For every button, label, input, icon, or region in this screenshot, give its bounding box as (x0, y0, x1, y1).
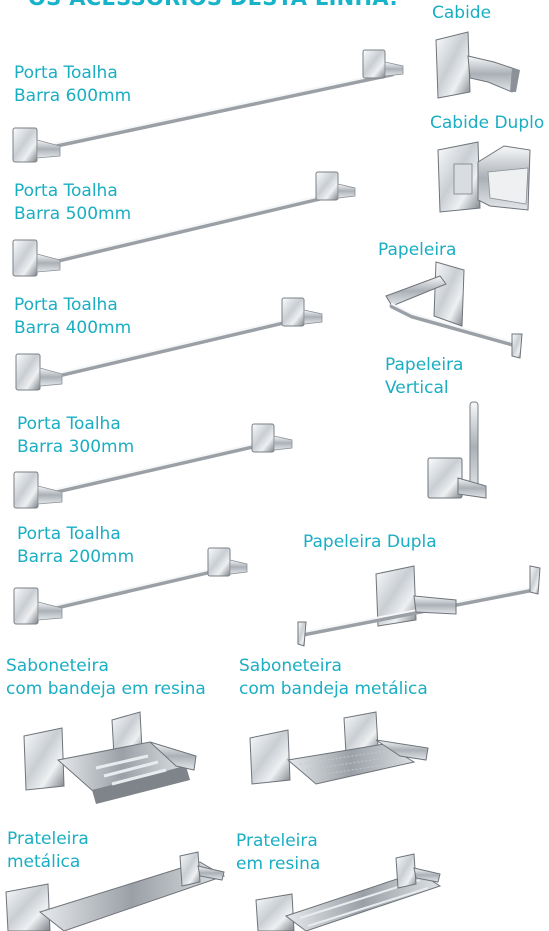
label-line-2: Barra 300mm (17, 437, 135, 457)
label-papeleira-vertical: Papeleira Vertical (385, 354, 463, 400)
label-porta-toalha-600: Porta Toalha Barra 600mm (14, 62, 131, 108)
label-line-2: com bandeja em resina (6, 679, 206, 699)
label-line-1: Porta Toalha (17, 414, 121, 434)
label-line-1: Porta Toalha (14, 181, 118, 201)
label-line-1: Porta Toalha (17, 524, 121, 544)
towel-bar-200-image (13, 547, 248, 625)
toilet-paper-holder-image (385, 261, 523, 359)
label-line-2: metálica (7, 852, 81, 872)
towel-bar-500-image (12, 171, 356, 277)
label-porta-toalha-200: Porta Toalha Barra 200mm (17, 523, 134, 569)
label-line-1: Porta Toalha (14, 295, 118, 315)
label-line-1: Papeleira (378, 240, 457, 260)
label-line-1: Prateleira (7, 829, 89, 849)
vertical-paper-holder-image (427, 401, 487, 499)
towel-bar-300-image (13, 423, 293, 509)
label-cabide-duplo: Cabide Duplo (430, 112, 544, 135)
label-line-2: em resina (236, 854, 321, 874)
soap-dish-metal-image (249, 711, 429, 785)
label-line-1: Cabide Duplo (430, 113, 545, 133)
label-papeleira: Papeleira (378, 239, 456, 262)
double-robe-hook-image (437, 141, 531, 213)
label-prateleira-metalica: Prateleira metálica (7, 828, 89, 874)
headline: OS ACESSÓRIOS DESTA LINHA: (28, 0, 398, 10)
label-saboneteira-metalica: Saboneteira com bandeja metálica (239, 655, 428, 701)
soap-dish-resin-image (23, 711, 197, 804)
label-line-2: Vertical (385, 378, 449, 398)
towel-bar-400-image (15, 297, 323, 391)
label-line-1: Porta Toalha (14, 63, 118, 83)
double-paper-holder-image (297, 565, 541, 647)
label-porta-toalha-500: Porta Toalha Barra 500mm (14, 180, 131, 226)
label-line-2: Barra 200mm (17, 547, 135, 567)
shelf-metal-image (5, 851, 226, 931)
label-porta-toalha-400: Porta Toalha Barra 400mm (14, 294, 131, 340)
label-saboneteira-resina: Saboneteira com bandeja em resina (6, 655, 206, 701)
label-line-1: Saboneteira (239, 656, 342, 676)
label-prateleira-resina: Prateleira em resina (236, 830, 320, 876)
label-line-1: Papeleira (385, 355, 464, 375)
label-papeleira-dupla: Papeleira Dupla (303, 531, 437, 554)
shelf-resin-image (255, 853, 442, 931)
label-line-1: Cabide (432, 3, 492, 23)
label-line-1: Papeleira Dupla (303, 532, 437, 552)
robe-hook-image (435, 31, 520, 99)
label-line-2: com bandeja metálica (239, 679, 428, 699)
label-porta-toalha-300: Porta Toalha Barra 300mm (17, 413, 134, 459)
label-line-2: Barra 600mm (14, 86, 132, 106)
label-line-1: Prateleira (236, 831, 318, 851)
label-line-2: Barra 500mm (14, 204, 132, 224)
label-line-1: Saboneteira (6, 656, 109, 676)
label-line-2: Barra 400mm (14, 318, 132, 338)
label-cabide: Cabide (432, 2, 491, 25)
towel-bar-600-image (12, 49, 404, 163)
